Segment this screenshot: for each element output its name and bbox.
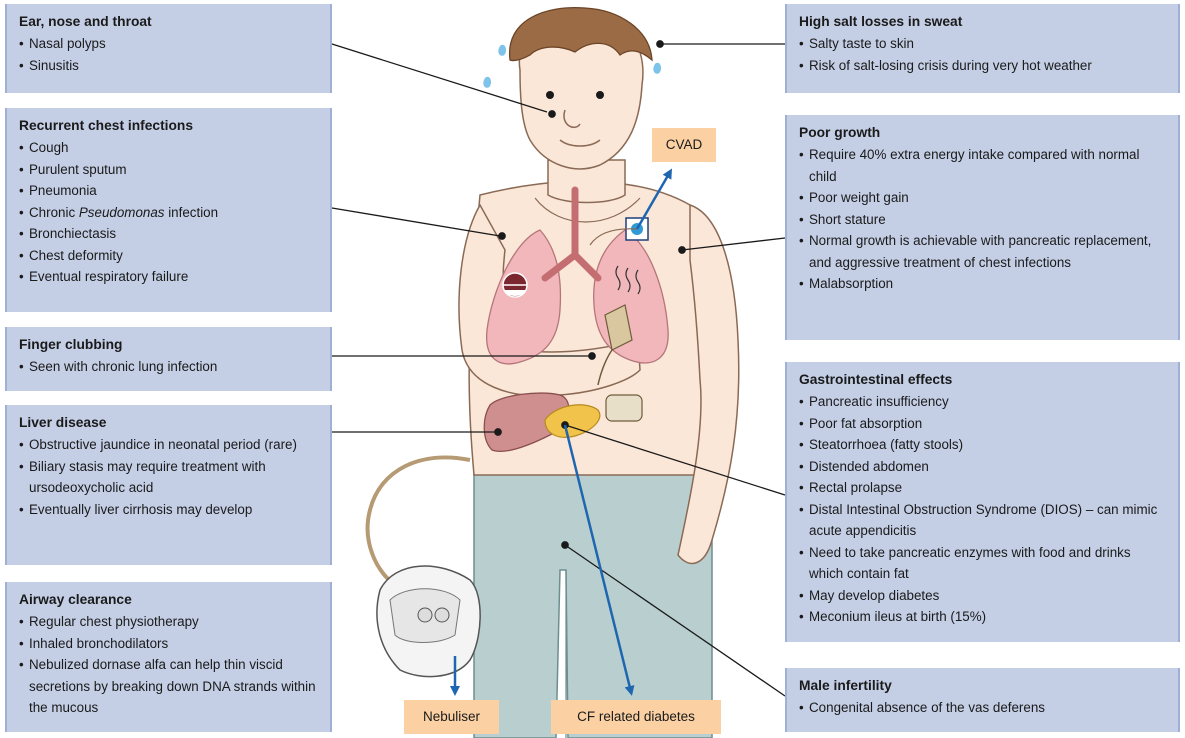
list-item: Purulent sputum: [19, 159, 320, 181]
trousers: [474, 472, 712, 738]
list-item: Regular chest physiotherapy: [19, 611, 320, 633]
list-item: Obstructive jaundice in neonatal period …: [19, 434, 320, 456]
list-item: Risk of salt-losing crisis during very h…: [799, 55, 1168, 77]
list-item: Normal growth is achievable with pancrea…: [799, 230, 1168, 273]
list-item: Steatorrhoea (fatty stools): [799, 434, 1168, 456]
box-title: Ear, nose and throat: [19, 13, 320, 31]
box-male-infertility: Male infertility Congenital absence of t…: [785, 668, 1180, 732]
list-item: Chest deformity: [19, 245, 320, 267]
nebuliser-device: [368, 457, 481, 676]
list-item: Need to take pancreatic enzymes with foo…: [799, 542, 1168, 585]
box-title: Finger clubbing: [19, 336, 320, 354]
list-item: Nebulized dornase alfa can help thin vis…: [19, 654, 320, 719]
item-text: infection: [164, 205, 218, 220]
box-salt-losses: High salt losses in sweat Salty taste to…: [785, 4, 1180, 93]
box-gastrointestinal: Gastrointestinal effects Pancreatic insu…: [785, 362, 1180, 642]
list-item: May develop diabetes: [799, 585, 1168, 607]
box-title: High salt losses in sweat: [799, 13, 1168, 31]
list-item: Pneumonia: [19, 180, 320, 202]
list-item: Distal Intestinal Obstruction Syndrome (…: [799, 499, 1168, 542]
box-title: Poor growth: [799, 124, 1168, 142]
list-item: Poor fat absorption: [799, 413, 1168, 435]
list-item: Distended abdomen: [799, 456, 1168, 478]
tag-cvad: CVAD: [652, 128, 716, 162]
list-item: Seen with chronic lung infection: [19, 356, 320, 378]
list-item: Short stature: [799, 209, 1168, 231]
box-title: Male infertility: [799, 677, 1168, 695]
box-title: Recurrent chest infections: [19, 117, 320, 135]
list-item: Rectal prolapse: [799, 477, 1168, 499]
box-poor-growth: Poor growth Require 40% extra energy int…: [785, 115, 1180, 340]
list-item: Pancreatic insufficiency: [799, 391, 1168, 413]
box-airway-clearance: Airway clearance Regular chest physiothe…: [5, 582, 332, 732]
list-item: Salty taste to skin: [799, 33, 1168, 55]
box-liver-disease: Liver disease Obstructive jaundice in ne…: [5, 405, 332, 565]
box-chest-infections: Recurrent chest infections Cough Purulen…: [5, 108, 332, 312]
box-ent: Ear, nose and throat Nasal polyps Sinusi…: [5, 4, 332, 93]
box-title: Airway clearance: [19, 591, 320, 609]
list-item: Biliary stasis may require treatment wit…: [19, 456, 320, 499]
list-item: Nasal polyps: [19, 33, 320, 55]
box-finger-clubbing: Finger clubbing Seen with chronic lung i…: [5, 327, 332, 391]
box-title: Gastrointestinal effects: [799, 371, 1168, 389]
tag-nebuliser: Nebuliser: [404, 700, 499, 734]
box-title: Liver disease: [19, 414, 320, 432]
head: [483, 8, 661, 169]
tag-cf-related-diabetes: CF related diabetes: [551, 700, 721, 734]
list-item: Poor weight gain: [799, 187, 1168, 209]
list-item: Cough: [19, 137, 320, 159]
list-item: Meconium ileus at birth (15%): [799, 606, 1168, 628]
list-item: Inhaled bronchodilators: [19, 633, 320, 655]
list-item: Eventual respiratory failure: [19, 266, 320, 288]
list-item: Congenital absence of the vas deferens: [799, 697, 1168, 719]
item-text: Chronic: [29, 205, 79, 220]
item-italic: Pseudomonas: [79, 205, 165, 220]
list-item: Sinusitis: [19, 55, 320, 77]
list-item: Eventually liver cirrhosis may develop: [19, 499, 320, 521]
list-item: Require 40% extra energy intake compared…: [799, 144, 1168, 187]
list-item: Malabsorption: [799, 273, 1168, 295]
list-item: Chronic Pseudomonas infection: [19, 202, 320, 224]
list-item: Bronchiectasis: [19, 223, 320, 245]
